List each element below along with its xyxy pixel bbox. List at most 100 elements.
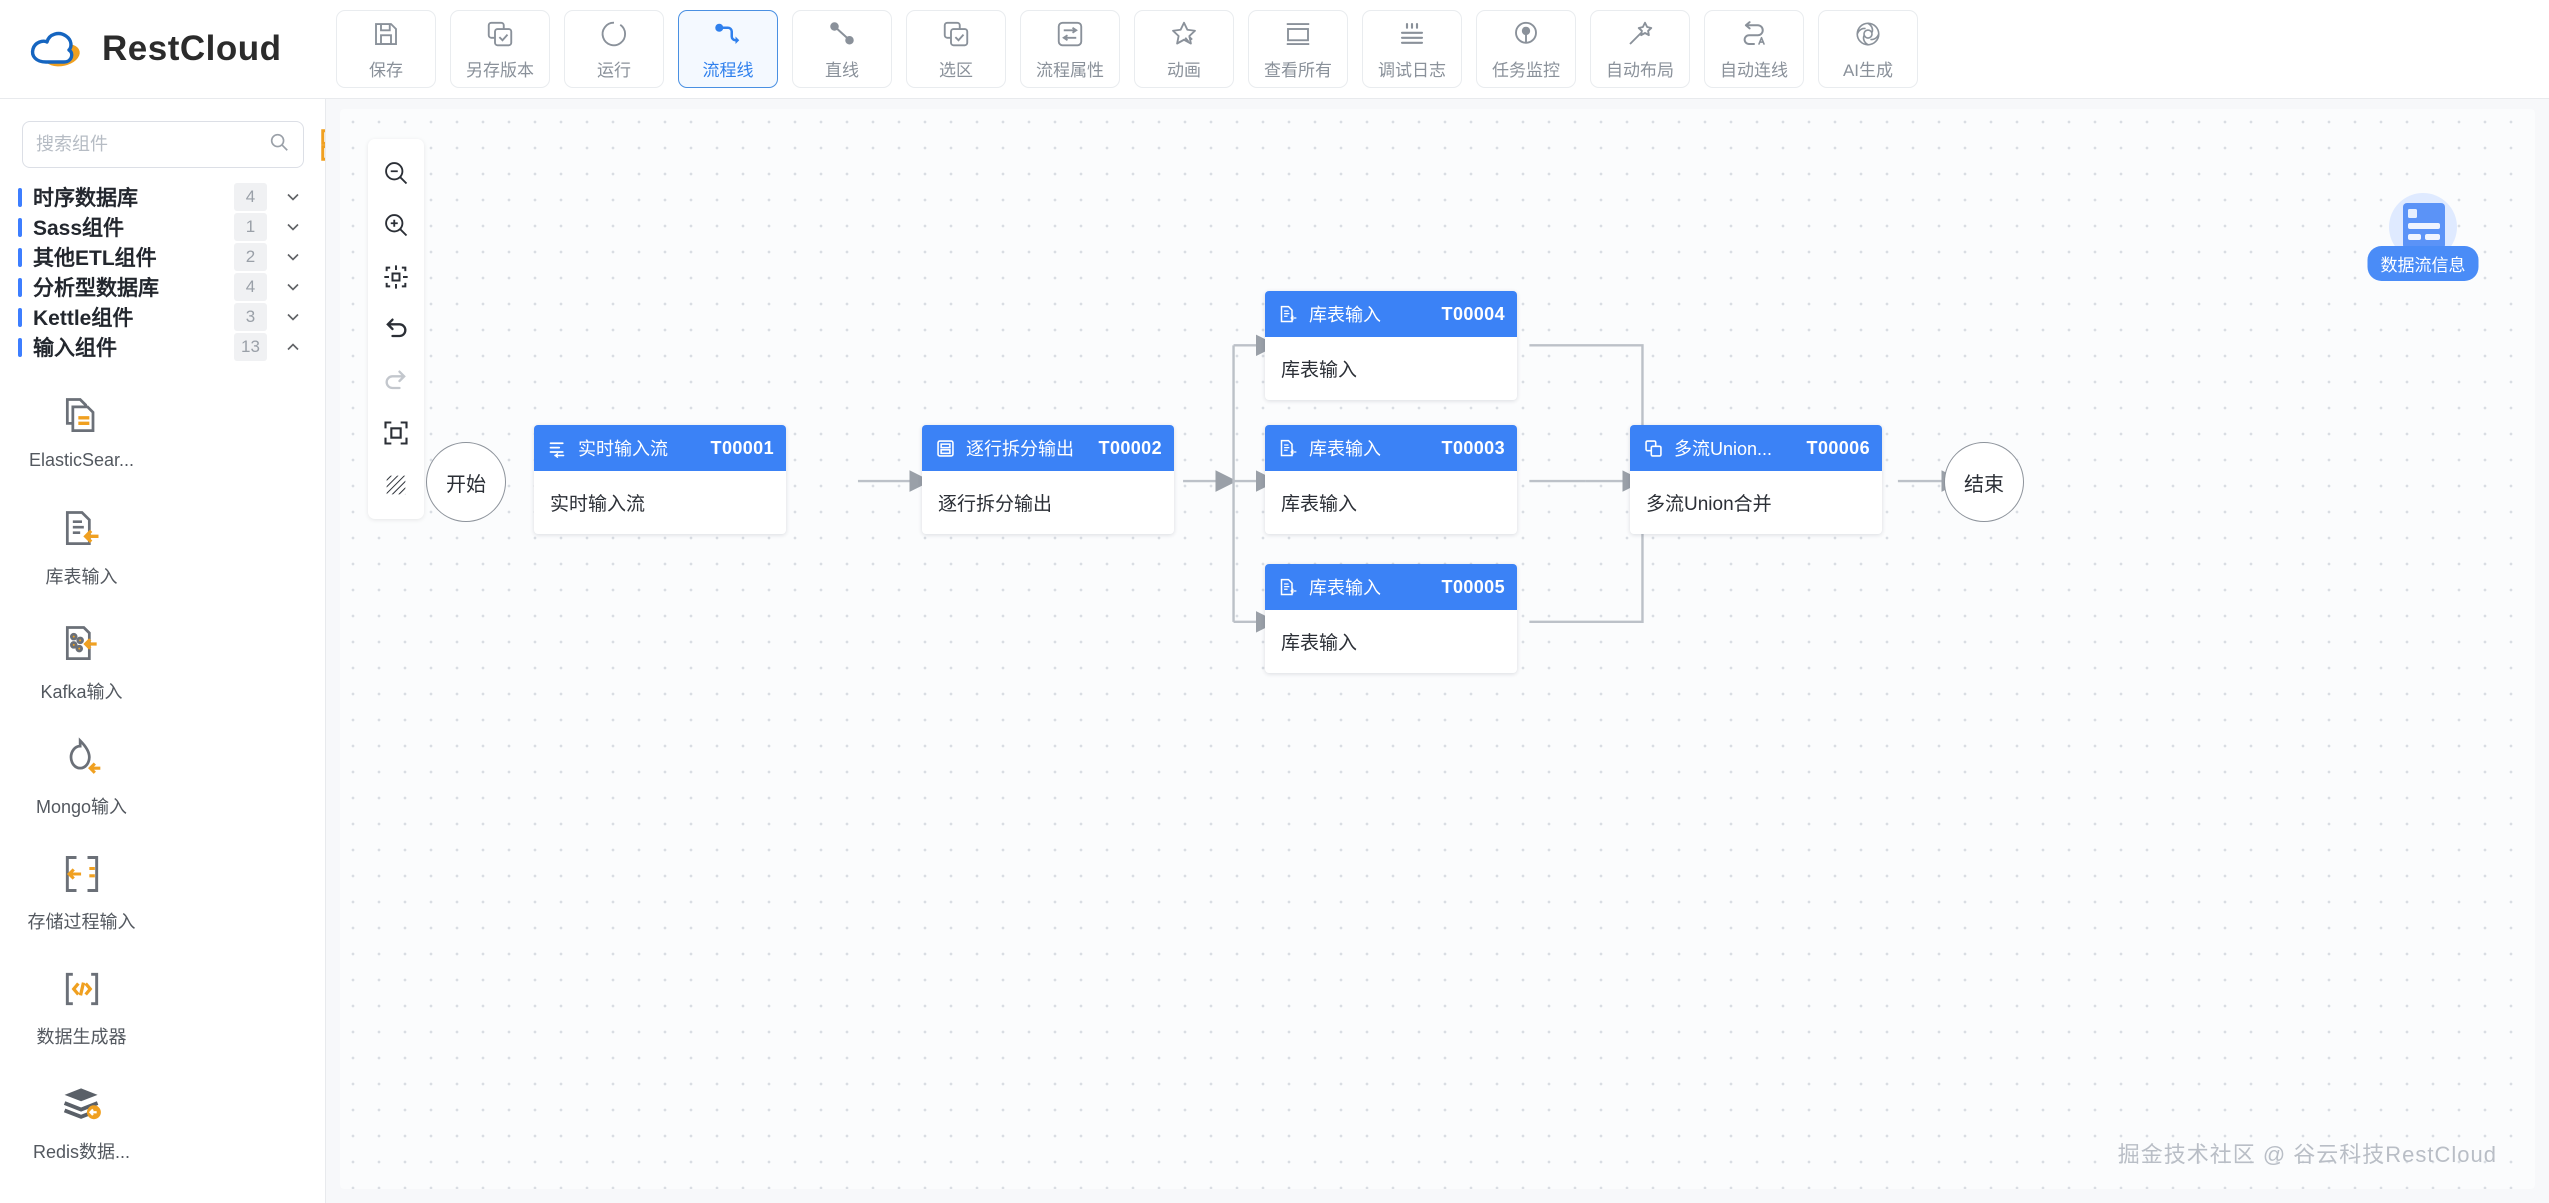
component-item-mongo-input[interactable]: Mongo输入 (0, 719, 163, 834)
grid-pattern-icon[interactable] (373, 459, 419, 511)
toolbar-button-straight-line[interactable]: 直线 (792, 10, 892, 88)
toolbar-button-ai-generate[interactable]: AI生成 (1818, 10, 1918, 88)
flow-start-node[interactable]: 开始 (426, 442, 506, 522)
table-input-icon (58, 505, 106, 553)
chevron-down-icon[interactable] (283, 247, 303, 267)
toolbar-label: 自动连线 (1720, 61, 1788, 80)
toolbar-button-flow-line[interactable]: 流程线 (678, 10, 778, 88)
component-sidebar: 时序数据库 4 Sass组件 1 其他ETL组件 2 分析型数据库 4 (0, 99, 326, 1203)
brand-name: RestCloud (102, 29, 282, 68)
task-monitor-icon (1509, 17, 1543, 51)
component-label: 库表输入 (45, 566, 118, 587)
row-split-output-icon (934, 437, 957, 460)
sidebar-category-other-etl[interactable]: 其他ETL组件 2 (0, 242, 325, 272)
flow-node-T00006[interactable]: 多流Union... T00006 多流Union合并 (1630, 425, 1882, 534)
component-label: ElasticSear... (28, 450, 135, 470)
start-node-label: 开始 (446, 473, 486, 496)
node-body: 多流Union合并 (1630, 471, 1882, 534)
node-title: 多流Union... (1674, 439, 1773, 459)
sidebar-category-analytical-db[interactable]: 分析型数据库 4 (0, 272, 325, 302)
node-body: 库表输入 (1265, 471, 1517, 534)
toolbar-label: 运行 (597, 61, 631, 80)
sidebar-category-input-components[interactable]: 输入组件 13 (0, 332, 325, 362)
chevron-down-icon[interactable] (283, 217, 303, 237)
category-accent-bar (18, 187, 22, 207)
toolbar-button-flow-properties[interactable]: 流程属性 (1020, 10, 1120, 88)
toolbar-button-run[interactable]: 运行 (564, 10, 664, 88)
toolbar-button-auto-connect[interactable]: 自动连线 (1704, 10, 1804, 88)
toolbar-label: 任务监控 (1492, 61, 1560, 80)
flow-line-icon (711, 17, 745, 51)
fit-content-icon[interactable] (373, 251, 419, 303)
node-body: 库表输入 (1265, 610, 1517, 673)
redo-icon[interactable] (373, 355, 419, 407)
sidebar-category-time-series-db[interactable]: 时序数据库 4 (0, 182, 325, 212)
flow-node-T00002[interactable]: 逐行拆分输出 T00002 逐行拆分输出 (922, 425, 1174, 534)
flow-node-T00003[interactable]: 库表输入 T00003 库表输入 (1265, 425, 1517, 534)
category-count: 4 (234, 273, 267, 301)
table-input-icon (1277, 437, 1300, 460)
sidebar-category-kettle[interactable]: Kettle组件 3 (0, 302, 325, 332)
component-item-data-generator[interactable]: 数据生成器 (0, 949, 163, 1064)
search-input[interactable] (36, 134, 268, 155)
toolbar-button-auto-layout[interactable]: 自动布局 (1590, 10, 1690, 88)
flow-canvas[interactable]: 数据流信息 (340, 109, 2535, 1189)
component-item-kafka-input[interactable]: Kafka输入 (0, 604, 163, 719)
flow-end-node[interactable]: 结束 (1944, 442, 2024, 522)
chevron-up-icon[interactable] (283, 337, 303, 357)
chevron-down-icon[interactable] (283, 277, 303, 297)
run-icon (597, 17, 631, 51)
toolbar-button-debug-log[interactable]: 调试日志 (1362, 10, 1462, 88)
toolbar-button-save-as-version[interactable]: 另存版本 (450, 10, 550, 88)
toolbar-button-animation[interactable]: 动画 (1134, 10, 1234, 88)
toolbar-button-save[interactable]: 保存 (336, 10, 436, 88)
undo-icon[interactable] (373, 303, 419, 355)
node-body: 库表输入 (1265, 337, 1517, 400)
zoom-out-icon[interactable] (373, 147, 419, 199)
realtime-stream-input-icon (58, 1195, 106, 1203)
grid-view-icon[interactable] (318, 126, 325, 164)
zoom-in-icon[interactable] (373, 199, 419, 251)
chevron-down-icon[interactable] (283, 187, 303, 207)
toolbar-button-selection[interactable]: 选区 (906, 10, 1006, 88)
component-label: Redis数据... (32, 1141, 131, 1162)
view-all-icon (1281, 17, 1315, 51)
toolbar-button-task-monitor[interactable]: 任务监控 (1476, 10, 1576, 88)
cloud-logo-icon (26, 24, 88, 74)
data-flow-info-label: 数据流信息 (2367, 246, 2479, 281)
component-item-realtime-stream-input[interactable]: 实时输入流 (0, 1179, 163, 1203)
component-item-table-input[interactable]: 库表输入 (0, 489, 163, 604)
toolbar-label: 直线 (825, 61, 859, 80)
component-item-elasticsearch[interactable]: ElasticSear... (0, 374, 163, 489)
fullscreen-icon[interactable] (373, 407, 419, 459)
node-id: T00003 (1441, 437, 1505, 458)
node-id: T00004 (1441, 303, 1505, 324)
flow-node-T00005[interactable]: 库表输入 T00005 库表输入 (1265, 564, 1517, 673)
realtime-stream-input-icon (546, 437, 569, 460)
node-title: 实时输入流 (578, 439, 668, 459)
category-count: 1 (234, 213, 267, 241)
data-flow-info[interactable]: 数据流信息 (2363, 187, 2483, 281)
search-box[interactable] (22, 121, 304, 168)
component-item-redis-data[interactable]: Redis数据... (0, 1064, 163, 1179)
sidebar-category-sass[interactable]: Sass组件 1 (0, 212, 325, 242)
node-header: 实时输入流 T00001 (534, 425, 786, 471)
node-id: T00005 (1441, 576, 1505, 597)
canvas-toolbar (368, 139, 424, 519)
flow-node-T00004[interactable]: 库表输入 T00004 库表输入 (1265, 291, 1517, 400)
main-body: 时序数据库 4 Sass组件 1 其他ETL组件 2 分析型数据库 4 (0, 99, 2549, 1203)
node-title: 库表输入 (1309, 578, 1381, 598)
top-toolbar: RestCloud 保存 另存版本 运行 流程线 (0, 0, 2549, 99)
category-label: 其他ETL组件 (33, 247, 157, 270)
flow-node-T00001[interactable]: 实时输入流 T00001 实时输入流 (534, 425, 786, 534)
toolbar-label: 流程属性 (1036, 61, 1104, 80)
node-body: 逐行拆分输出 (922, 471, 1174, 534)
node-body-label: 实时输入流 (550, 494, 646, 515)
component-item-stored-procedure-input[interactable]: 存储过程输入 (0, 834, 163, 949)
chevron-down-icon[interactable] (283, 307, 303, 327)
toolbar-button-view-all[interactable]: 查看所有 (1248, 10, 1348, 88)
category-label: Sass组件 (33, 217, 125, 240)
stored-procedure-input-icon (58, 850, 106, 898)
node-title: 逐行拆分输出 (966, 439, 1074, 459)
